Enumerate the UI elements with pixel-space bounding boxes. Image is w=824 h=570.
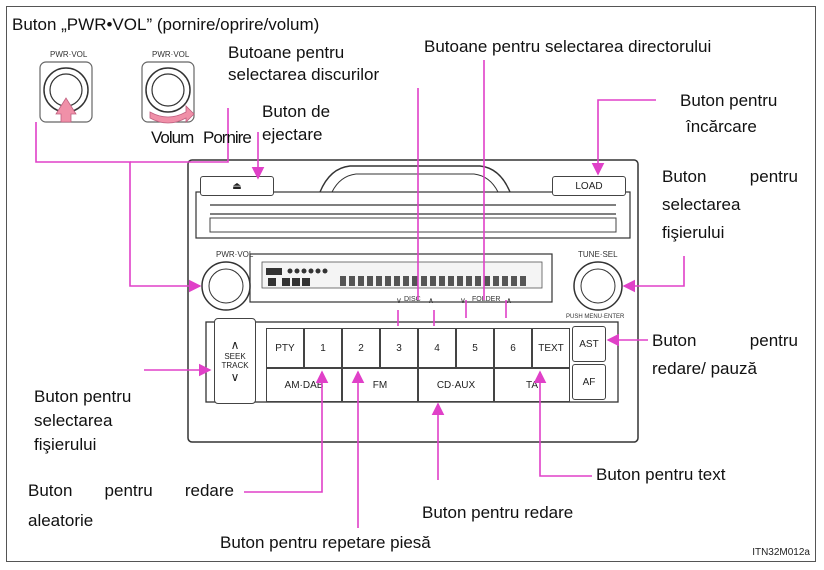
af-button[interactable]: AF <box>572 364 606 400</box>
label-file-left-1: Buton pentru <box>34 387 132 406</box>
svg-text:∨: ∨ <box>460 296 466 305</box>
chevron-up-icon: ∧ <box>230 338 240 352</box>
tune-sel-panel-label: TUNE·SEL <box>578 250 618 259</box>
preset-4-button[interactable]: 4 <box>418 328 456 368</box>
label-file-right-3: fişierului <box>662 223 725 242</box>
figure-frame <box>6 6 816 562</box>
label-pornire: Pornire <box>203 128 252 147</box>
preset-1-button[interactable]: 1 <box>304 328 342 368</box>
track-label: TRACK <box>221 361 249 370</box>
folder-label: FOLDER <box>472 296 501 303</box>
label-file-right-2: selectarea <box>662 195 741 214</box>
label-eject-1: Buton de <box>262 102 331 121</box>
chevron-down-icon: ∨ <box>230 370 240 384</box>
am-dab-button[interactable]: AM·DAB <box>266 368 342 402</box>
label-disc-select-1: Butoane pentru <box>228 43 345 62</box>
push-enter-label: PUSH MENU·ENTER <box>566 314 625 320</box>
cd-aux-button[interactable]: CD·AUX <box>418 368 494 402</box>
push-arrow-icon <box>55 97 77 123</box>
figure-code: ITN32M012a <box>752 547 810 558</box>
svg-text:∧: ∧ <box>428 296 434 305</box>
label-load-1: Buton pentru <box>680 91 778 110</box>
label-eject-2: ejectare <box>262 125 323 144</box>
ast-button[interactable]: AST <box>572 326 606 362</box>
pwr-vol-panel-label: PWR·VOL <box>216 250 254 259</box>
label-file-left-2: selectarea <box>34 411 113 430</box>
label-random-2: aleatorie <box>28 511 94 530</box>
text-button[interactable]: TEXT <box>532 328 570 368</box>
preset-2-button[interactable]: 2 <box>342 328 380 368</box>
svg-text:∨: ∨ <box>396 296 402 305</box>
rotate-arrow-icon <box>149 105 195 124</box>
label-random-1: Buton pentru redare <box>28 481 234 500</box>
preset-6-button[interactable]: 6 <box>494 328 532 368</box>
svg-text:∧: ∧ <box>506 296 512 305</box>
preset-3-button[interactable]: 3 <box>380 328 418 368</box>
label-disc-select-2: selectarea discurilor <box>228 65 380 84</box>
seek-label: SEEK <box>224 352 246 361</box>
pty-button[interactable]: PTY <box>266 328 304 368</box>
label-play-pause-2: redare/ pauză <box>652 359 757 378</box>
disc-label: DISC <box>404 296 421 303</box>
inset-knob-label-right: PWR·VOL <box>152 50 190 59</box>
label-repeat-button: Buton pentru repetare piesă <box>220 533 431 552</box>
label-file-right-1: Buton pentru <box>662 167 798 186</box>
label-folder-select: Butoane pentru selectarea directorului <box>424 37 712 56</box>
label-volum: Volum <box>151 128 194 147</box>
ta-button[interactable]: TA <box>494 368 570 402</box>
label-play-button: Buton pentru redare <box>422 503 574 522</box>
label-load-2: încărcare <box>686 117 757 136</box>
label-text-button: Buton pentru text <box>596 465 726 484</box>
load-button[interactable]: LOAD <box>552 176 626 196</box>
preset-5-button[interactable]: 5 <box>456 328 494 368</box>
label-play-pause-1: Buton pentru <box>652 331 798 350</box>
inset-knob-label-left: PWR·VOL <box>50 50 88 59</box>
label-file-left-3: fişierului <box>34 435 97 454</box>
eject-button[interactable]: ⏏ <box>200 176 274 196</box>
label-pwr-vol: Buton „PWR•VOL” (pornire/oprire/volum) <box>12 15 320 34</box>
seek-track-button[interactable]: ∧ SEEK TRACK ∨ <box>214 318 256 404</box>
